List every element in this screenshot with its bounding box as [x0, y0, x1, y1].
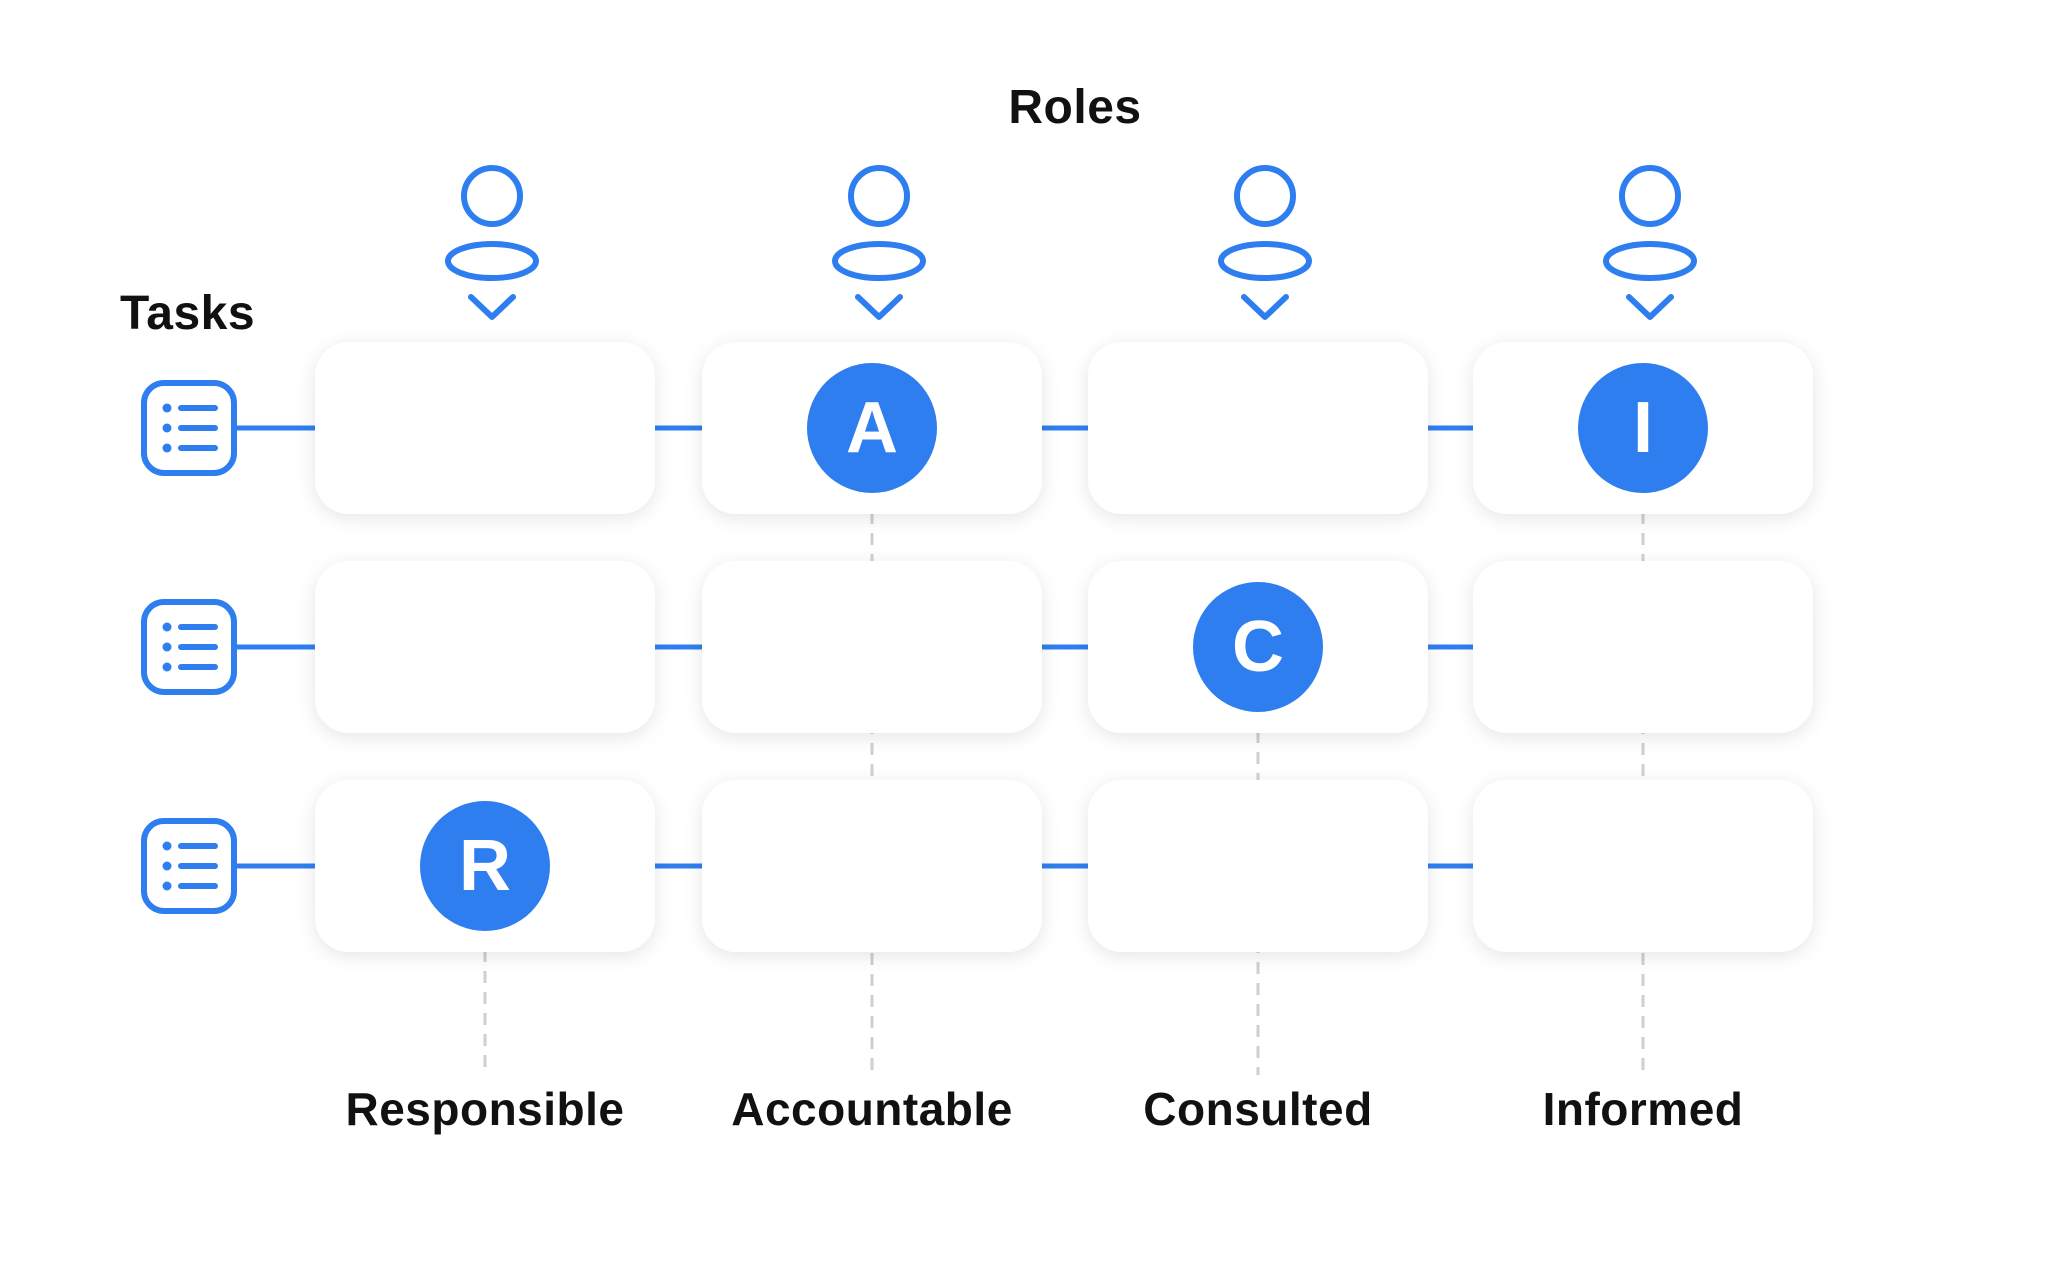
matrix-cell [1473, 780, 1813, 952]
task-icon-bullet [162, 403, 172, 413]
task-list-icon [141, 599, 237, 695]
person-icon [1218, 165, 1312, 320]
badge-accountable: A [807, 363, 937, 493]
chevron-down-icon [468, 294, 516, 320]
person-head [1619, 165, 1681, 227]
person-body [1603, 241, 1697, 281]
person-body [445, 241, 539, 281]
icons [141, 165, 1697, 914]
badge-responsible: R [420, 801, 550, 931]
person-head [1234, 165, 1296, 227]
roles-title: Roles [1008, 81, 1142, 134]
task-list-icon [141, 380, 237, 476]
task-icon-bullet [162, 841, 172, 851]
task-icon-bullet [162, 642, 172, 652]
chevron-down-icon [1626, 294, 1674, 320]
task-icon-bullet [162, 622, 172, 632]
matrix-cells [315, 342, 1813, 952]
person-body [1218, 241, 1312, 281]
task-icon-bullet [162, 423, 172, 433]
badge-consulted: C [1193, 582, 1323, 712]
matrix-cell [1473, 561, 1813, 733]
task-icon-bullet [162, 881, 172, 891]
chevron-down-icon [855, 294, 903, 320]
role-label-accountable: Accountable [731, 1083, 1013, 1135]
person-icon [832, 165, 926, 320]
person-body [832, 241, 926, 281]
matrix-cell [702, 561, 1042, 733]
tasks-title: Tasks [120, 287, 256, 340]
matrix-cell [1088, 780, 1428, 952]
matrix-cell [702, 780, 1042, 952]
matrix-cell [1088, 342, 1428, 514]
matrix-cell [315, 561, 655, 733]
task-icon-bullet [162, 662, 172, 672]
person-head [848, 165, 910, 227]
person-head [461, 165, 523, 227]
task-list-icon [141, 818, 237, 914]
matrix-cell [315, 342, 655, 514]
role-label-responsible: Responsible [345, 1083, 625, 1135]
chevron-down-icon [1241, 294, 1289, 320]
role-label-informed: Informed [1542, 1083, 1744, 1135]
task-icon-bullet [162, 861, 172, 871]
person-icon [1603, 165, 1697, 320]
person-icon [445, 165, 539, 320]
connector-lines [229, 425, 1645, 1075]
task-icon-bullet [162, 443, 172, 453]
badge-informed: I [1578, 363, 1708, 493]
role-label-consulted: Consulted [1143, 1083, 1373, 1135]
